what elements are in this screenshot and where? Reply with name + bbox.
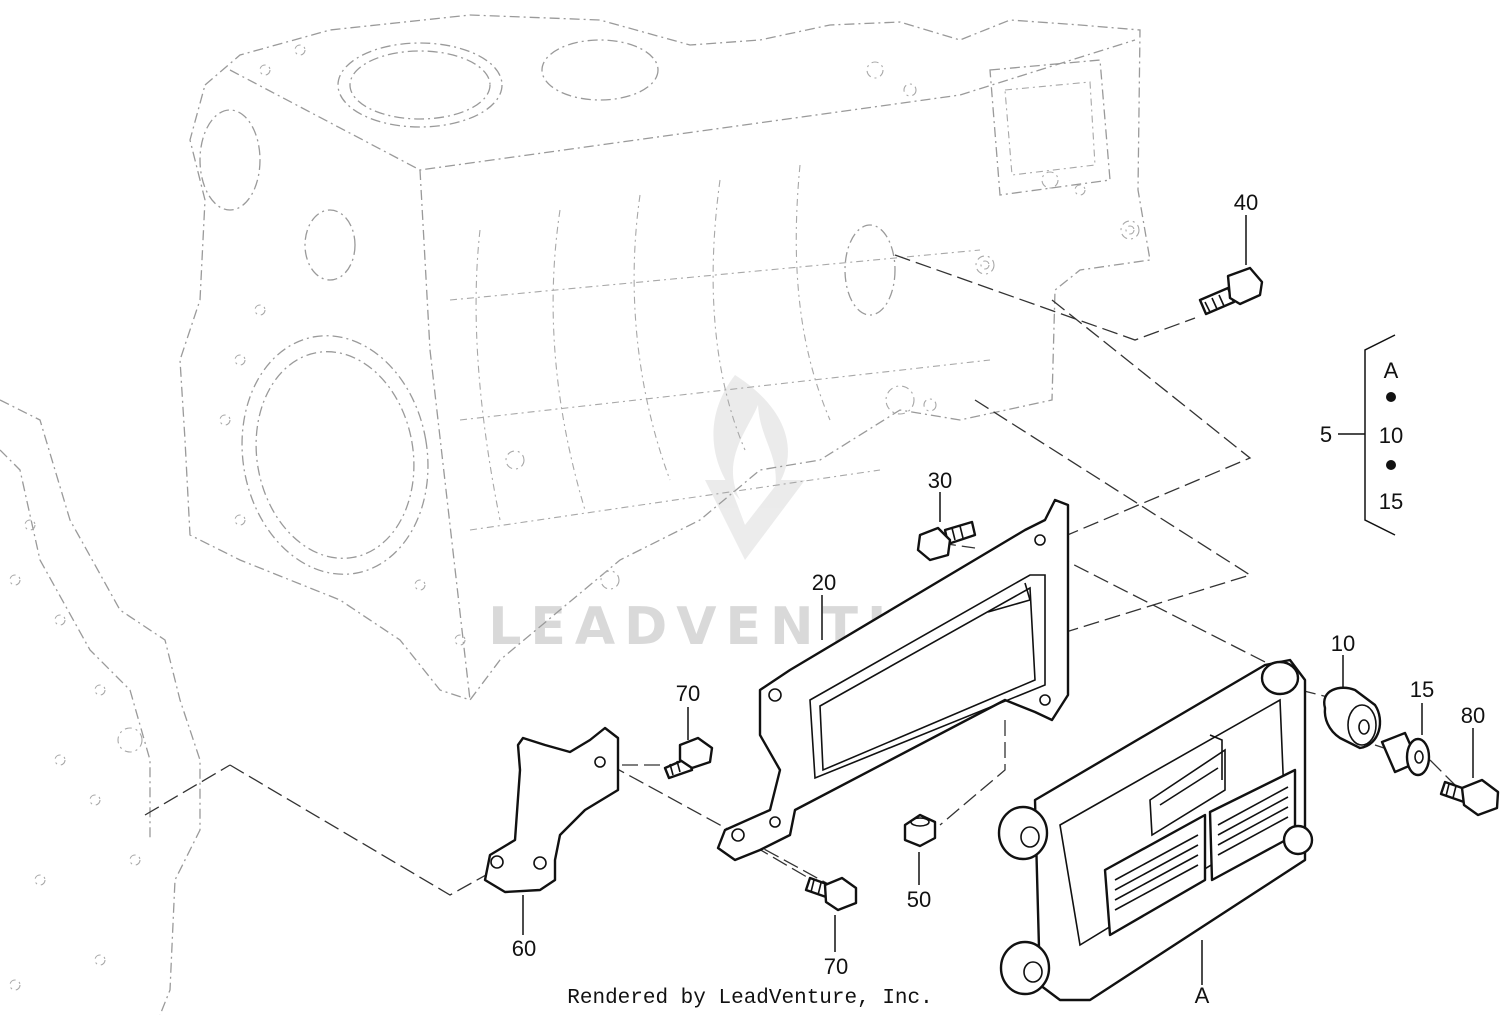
kit-number: 5: [1320, 422, 1332, 447]
leadventure-watermark-logo: [705, 375, 805, 560]
flywheel-housing-phantom: [0, 399, 201, 1016]
part-20-ecu-bracket: [716, 498, 1070, 862]
part-15-collar: [1380, 731, 1431, 777]
callout-80: 80: [1461, 703, 1485, 728]
kit-bullet: [1386, 392, 1396, 402]
part-80-bolt: [1439, 778, 1500, 817]
callout-20: 20: [812, 570, 836, 595]
callout-leaders: [522, 215, 1474, 985]
kit-legend: 5 A 10 15: [1320, 358, 1403, 514]
callout-10: 10: [1331, 631, 1355, 656]
render-credit: Rendered by LeadVenture, Inc.: [567, 987, 932, 1010]
part-50-nut: [903, 813, 937, 848]
kit-bullet: [1386, 460, 1396, 470]
part-60-support-bracket: [483, 726, 620, 894]
part-70-bolt-upper: [663, 736, 714, 780]
kit-item-a: A: [1384, 358, 1399, 383]
callout-70-upper: 70: [676, 681, 700, 706]
part-30-bolt: [916, 520, 977, 562]
kit-item-10: 10: [1379, 423, 1403, 448]
callout-60: 60: [512, 936, 536, 961]
callout-40: 40: [1234, 190, 1258, 215]
callout-a: A: [1195, 983, 1210, 1008]
callout-70-lower: 70: [824, 954, 848, 979]
callout-30: 30: [928, 468, 952, 493]
part-a-ecu-module: [997, 658, 1314, 1002]
callout-50: 50: [907, 887, 931, 912]
kit-item-15: 15: [1379, 489, 1403, 514]
part-70-bolt-lower: [804, 876, 858, 912]
part-10-grommet: [1323, 686, 1382, 750]
engine-block-phantom: [179, 14, 1151, 701]
callout-15: 15: [1410, 677, 1434, 702]
part-40-bolt: [1198, 266, 1264, 316]
